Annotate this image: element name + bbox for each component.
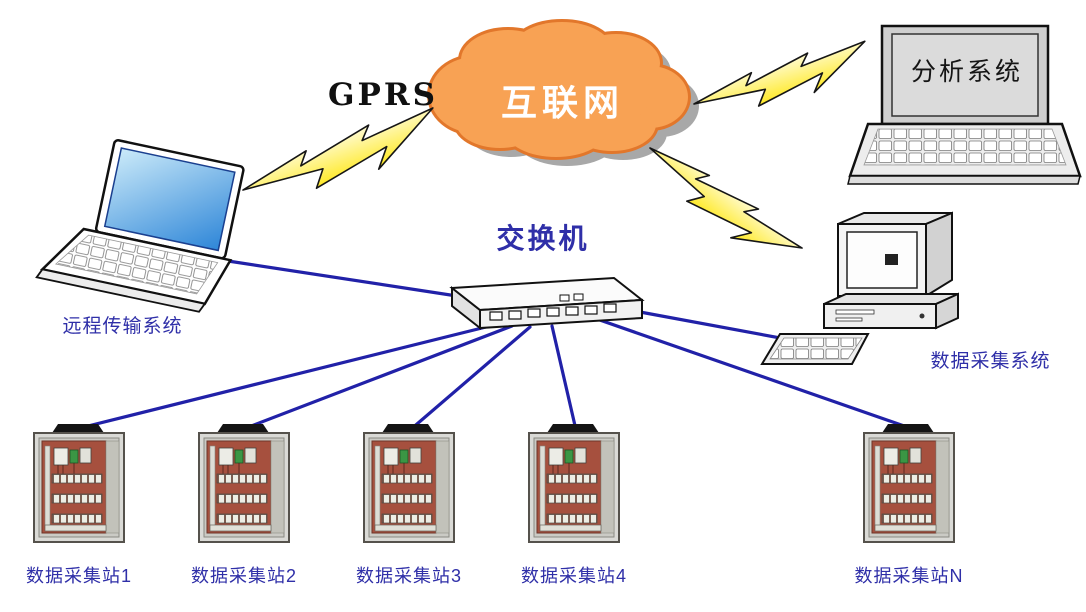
power-button [919,313,925,319]
lightning-bolt-analysis [688,36,876,127]
connection-line-laptop-switch [226,259,472,300]
connection-line-station-4 [550,324,578,432]
switch-uplink-port [559,294,570,302]
data-station-cabinet-n [863,423,955,543]
switch-label: 交换机 [496,223,590,254]
lightning-bolt-acquisition [635,133,806,277]
station-label-1: 数据采集站1 [25,566,132,586]
data-acquisition-computer [760,211,959,365]
monitor-side [925,211,953,298]
data-station-cabinet-4 [528,423,620,543]
switch-port [508,310,522,320]
drive-slot [835,317,863,322]
network-switch [449,276,645,331]
remote-transmission-laptop [35,139,245,313]
data-acquisition-system-label: 数据采集系统 [930,351,1051,372]
station-label-2: 数据采集站2 [190,566,297,586]
lightning-bolt-gprs [235,102,447,215]
station-label-n: 数据采集站N [854,566,964,586]
connection-line-station-n [592,316,912,430]
desktop-case-front [823,303,937,329]
internet-label: 互联网 [500,82,624,123]
connection-line-switch-computer [638,310,804,344]
floppy-slot [835,309,875,315]
data-station-cabinet-2 [198,423,290,543]
connection-line-station-2 [244,324,514,430]
connection-lines [78,259,912,432]
switch-port [565,306,579,316]
connection-line-station-1 [78,322,500,430]
remote-transmission-label: 远程传输系统 [62,316,183,337]
switch-port [603,303,617,313]
analysis-system-label: 分析系统 [910,58,1023,86]
switch-port [489,311,503,321]
monitor-screen [846,231,918,289]
switch-front [479,298,643,330]
analysis-laptop [847,24,1082,185]
desktop-keyboard-keys [769,337,863,360]
station-label-3: 数据采集站3 [355,566,462,586]
laptop-screen [103,147,236,252]
connection-line-station-3 [408,325,532,432]
switch-port [546,307,560,317]
laptop-front-edge [35,268,207,313]
data-station-cabinet-1 [33,423,125,543]
analysis-laptop-front-edge [847,175,1081,185]
analysis-laptop-screen [891,33,1039,117]
monitor-screen-window [885,254,898,265]
station-label-4: 数据采集站4 [520,566,627,586]
analysis-laptop-keyboard-keys [863,128,1067,166]
switch-port [527,308,541,318]
data-station-cabinet-3 [363,423,455,543]
switch-port [584,305,598,315]
laptop-keyboard-keys [54,234,219,295]
switch-uplink-port [573,293,584,301]
gprs-label: GPRS [328,77,438,113]
switch-ports [489,293,617,321]
